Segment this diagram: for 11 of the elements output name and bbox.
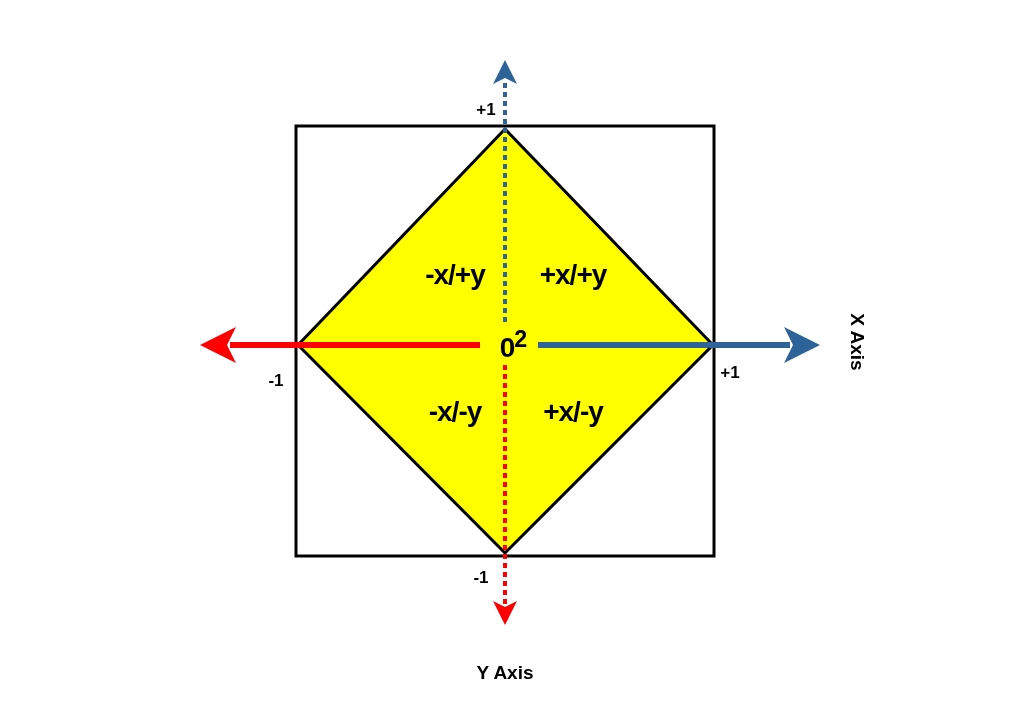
tick-label: -1 [268,371,284,391]
axis-title: X Axis [846,313,868,371]
quadrant-label: +x/-y [543,396,603,428]
quadrant-label: -x/+y [425,259,485,291]
tick-label: +1 [476,100,496,120]
quadrant-label: -x/-y [428,396,482,428]
quadrant-label: +x/+y [539,259,607,291]
tick-label: +1 [720,363,740,383]
axis-title: Y Axis [476,662,534,684]
tick-label: -1 [473,568,489,588]
origin-label: 0$^{2}$ [499,325,527,365]
